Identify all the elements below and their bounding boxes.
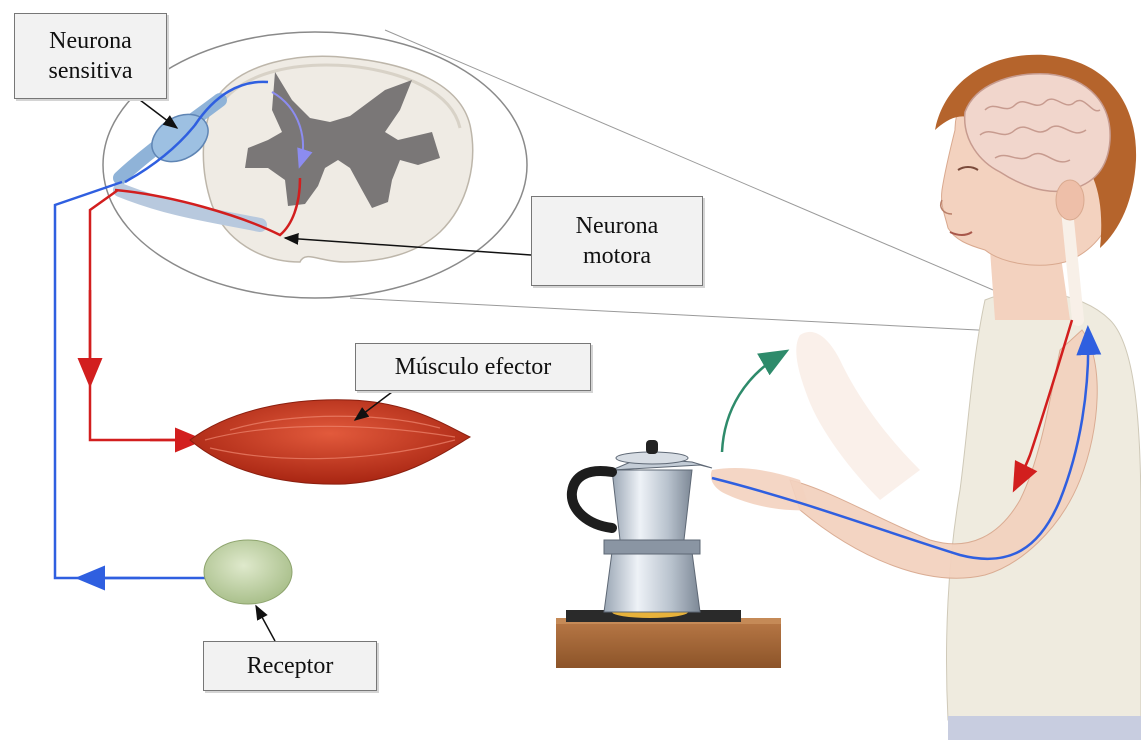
stove-counter: [556, 606, 781, 668]
spinal-cord-section: [203, 56, 472, 262]
label-effector-muscle: Músculo efector: [355, 343, 591, 391]
label-motor-neuron-line1: Neurona: [576, 211, 659, 241]
label-receptor: Receptor: [203, 641, 377, 691]
zoom-line-bottom: [350, 298, 1075, 335]
receptor-organ: [204, 540, 292, 604]
label-sensory-neuron-line1: Neurona: [49, 26, 132, 56]
withdrawn-hand: [796, 332, 920, 500]
moka-pot: [572, 440, 712, 612]
label-sensory-neuron: Neurona sensitiva: [14, 13, 167, 99]
label-receptor-text: Receptor: [247, 651, 334, 681]
effector-muscle: [190, 400, 470, 484]
label-motor-neuron-line2: motora: [583, 241, 651, 271]
pointer-receptor: [256, 606, 275, 641]
label-sensory-neuron-line2: sensitiva: [49, 56, 133, 86]
withdrawal-arrow: [722, 352, 785, 452]
label-motor-neuron: Neurona motora: [531, 196, 703, 286]
label-effector-muscle-text: Músculo efector: [395, 352, 552, 382]
